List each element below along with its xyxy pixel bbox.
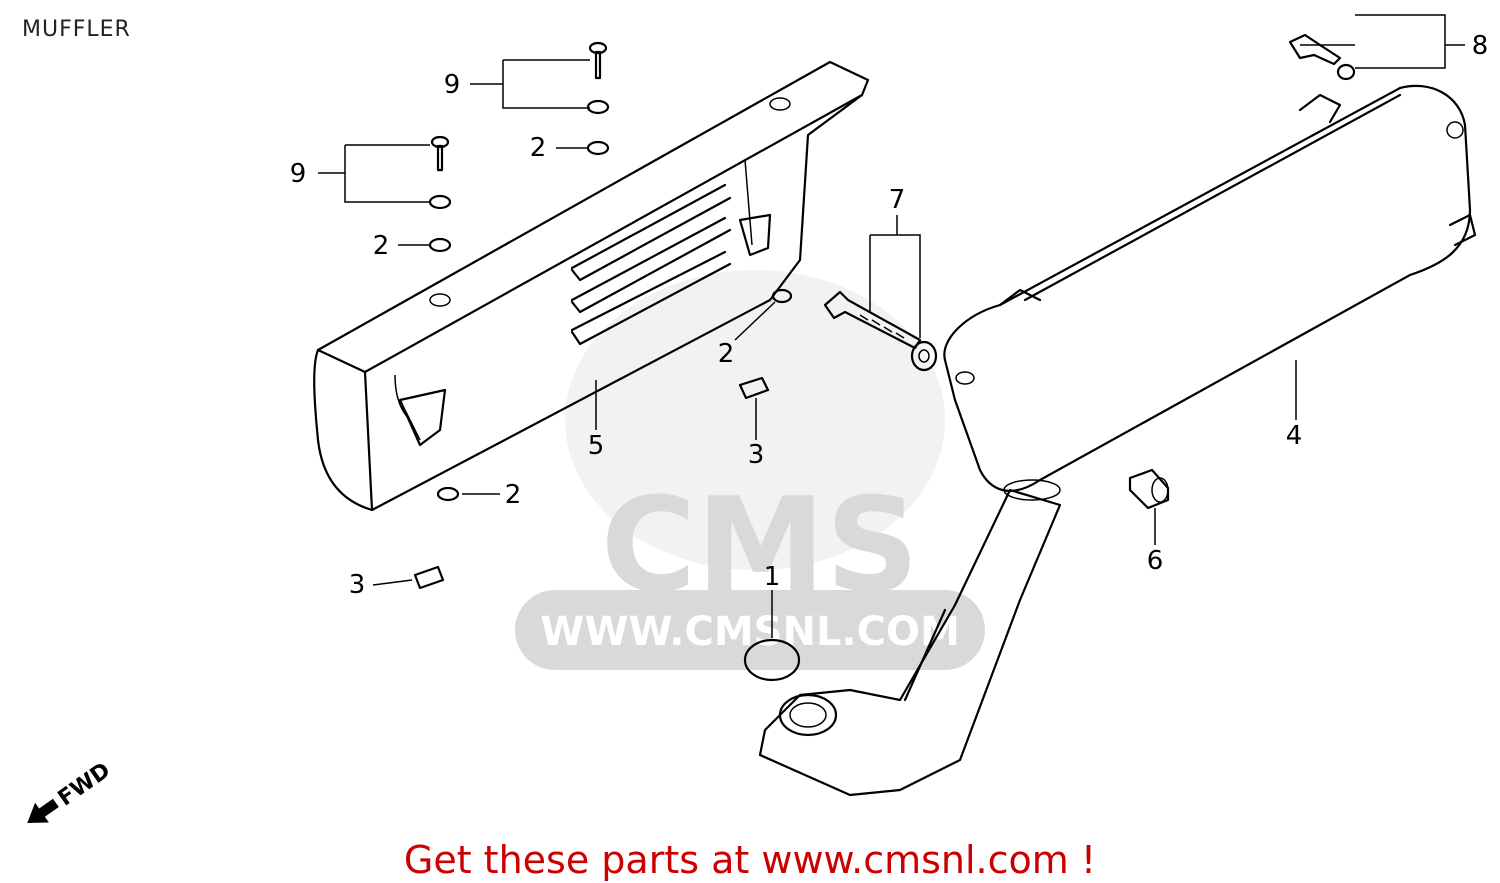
fwd-label: FWD: [54, 758, 115, 811]
callout-9b: 9: [290, 159, 307, 189]
callouts: 1 2 2 2 2 3 3 4 5 6 7 8 9 9: [290, 31, 1489, 600]
nut-part-2c: [771, 288, 793, 304]
muffler-part-4: [758, 84, 1477, 797]
callout-2a: 2: [530, 133, 547, 163]
leader-lines: [318, 14, 1465, 638]
fwd-marker: FWD: [27, 758, 115, 823]
cms-watermark: WWW.CMSNL.COM CMS: [515, 270, 985, 670]
callout-4: 4: [1286, 421, 1303, 451]
callout-3b: 3: [349, 570, 366, 600]
collar-part-6: [1128, 468, 1170, 510]
grommet-part-3a: [738, 376, 770, 400]
screw-set-part-9b: [428, 135, 452, 210]
screw-set-part-9a: [586, 41, 610, 115]
bolt-part-8: [1288, 33, 1356, 81]
gasket-part-1: [743, 638, 801, 682]
callout-3a: 3: [748, 440, 765, 470]
callout-7: 7: [889, 185, 906, 215]
callout-2b: 2: [373, 231, 390, 261]
nut-part-2a: [586, 140, 610, 156]
callout-5: 5: [588, 431, 605, 461]
callout-2c: 2: [718, 339, 735, 369]
nut-part-2b: [428, 237, 452, 253]
page-title: MUFFLER: [22, 17, 131, 42]
callout-1: 1: [764, 562, 781, 592]
footer-cta[interactable]: Get these parts at www.cmsnl.com !: [403, 838, 1097, 882]
callout-6: 6: [1147, 546, 1164, 576]
nut-part-2d: [436, 486, 460, 502]
muffler-protector-part-5: [313, 60, 870, 512]
callout-2d: 2: [505, 480, 522, 510]
callout-8: 8: [1472, 31, 1489, 61]
bolt-washer-part-7: [823, 290, 938, 372]
forward-arrow-icon: [27, 798, 59, 823]
callout-9a: 9: [444, 70, 461, 100]
grommet-part-3b: [413, 565, 445, 590]
watermark-logo: CMS: [601, 469, 919, 621]
